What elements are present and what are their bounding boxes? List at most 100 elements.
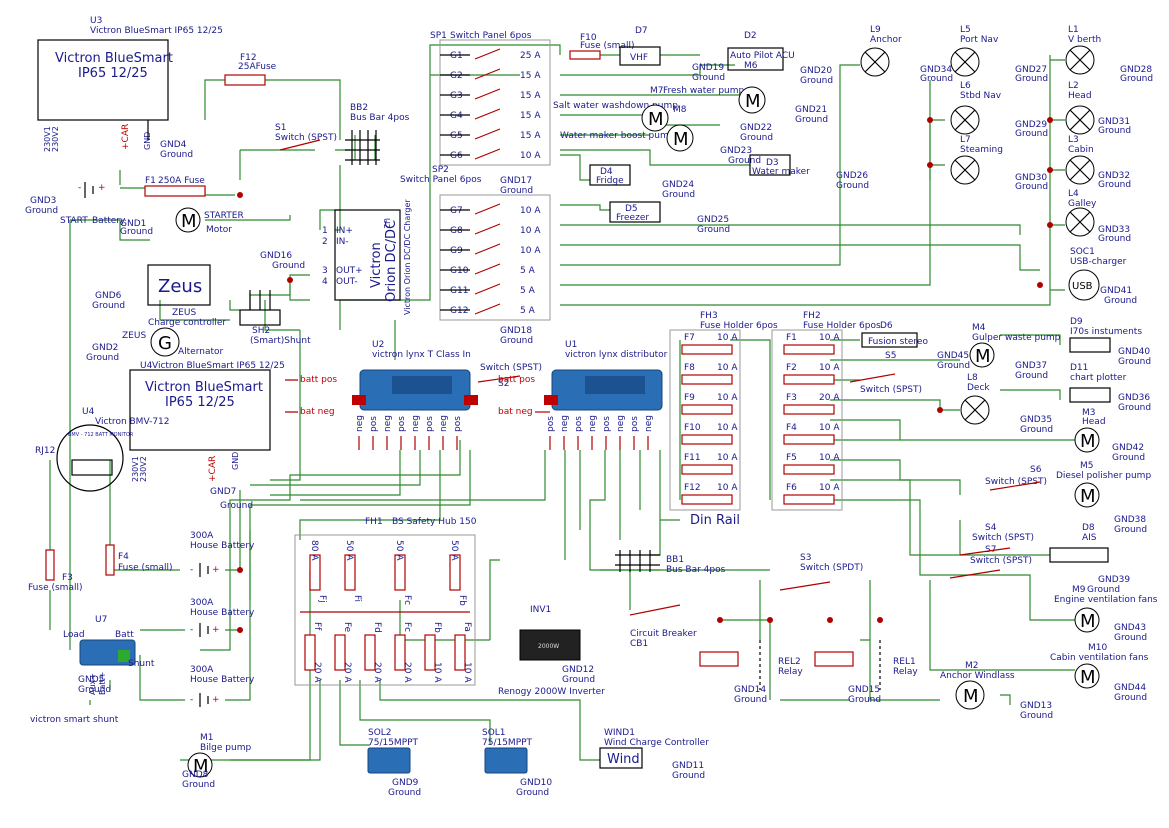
svg-text:Switch Panel 6pos: Switch Panel 6pos xyxy=(450,31,532,41)
fuse-body xyxy=(783,434,835,445)
svg-text:Ground: Ground xyxy=(697,225,730,235)
svg-text:M7: M7 xyxy=(650,86,664,96)
s7-switch: S7 Switch (SPST) xyxy=(949,545,1032,579)
svg-text:Ground: Ground xyxy=(1114,525,1147,535)
fuse-label: Fc xyxy=(402,595,412,605)
s3-switch: S3 Switch (SPDT) xyxy=(779,553,863,591)
svg-text:ZEUS: ZEUS xyxy=(122,331,146,341)
svg-text:M10: M10 xyxy=(1088,643,1107,653)
svg-text:Battery: Battery xyxy=(92,216,126,226)
watermaker-boost-pump: Water maker boost pump M GND23 Ground xyxy=(560,124,761,166)
switch-rating: 5 A xyxy=(520,266,536,276)
svg-text:House Battery: House Battery xyxy=(190,541,255,551)
lamp-ground-ref: GND34 xyxy=(920,65,952,75)
m10-cabin-fans: M10 Cabin ventilation fans M GND44 Groun… xyxy=(1050,643,1149,703)
lamp-name: Cabin xyxy=(1068,145,1094,155)
lynx-pin-label: neg xyxy=(411,415,421,432)
svg-text:AIS: AIS xyxy=(1082,533,1097,543)
svg-text:+: + xyxy=(212,695,220,705)
lamp-ref: L3 xyxy=(1068,135,1079,145)
lamp-ref: L1 xyxy=(1068,25,1079,35)
svg-text:RJ12: RJ12 xyxy=(35,446,55,456)
svg-text:GND3: GND3 xyxy=(30,196,56,206)
svg-text:M: M xyxy=(673,129,689,150)
svg-text:-: - xyxy=(190,695,193,705)
svg-text:Batt: Batt xyxy=(115,630,134,640)
svg-text:GND45: GND45 xyxy=(937,351,969,361)
svg-text:Ground: Ground xyxy=(1118,357,1151,367)
svg-text:Fresh water pump: Fresh water pump xyxy=(663,86,745,96)
svg-text:GND40: GND40 xyxy=(1118,347,1150,357)
zeus-alternator: G ZEUS Alternator GND2 Ground xyxy=(86,327,224,363)
svg-text:Wind: Wind xyxy=(607,752,640,767)
switch-rating: 5 A xyxy=(520,286,536,296)
svg-text:FH1: FH1 xyxy=(365,517,383,527)
svg-text:Head: Head xyxy=(1082,417,1106,427)
svg-text:75/15MPPT: 75/15MPPT xyxy=(368,738,419,748)
svg-text:+: + xyxy=(98,183,106,193)
svg-text:U2: U2 xyxy=(372,340,384,350)
svg-text:Gulper waste pump: Gulper waste pump xyxy=(972,333,1061,343)
svg-text:D2: D2 xyxy=(744,31,757,41)
svg-text:Ground: Ground xyxy=(1020,425,1053,435)
fuse-body xyxy=(304,634,316,671)
bmv712-monitor: U4 Victron BMV-712 BMV - 712 BATT MONITO… xyxy=(35,407,170,492)
switch-rating: 15 A xyxy=(520,111,541,121)
svg-text:REL2: REL2 xyxy=(778,657,801,667)
fuse-label: Fj xyxy=(317,595,327,603)
svg-text:M: M xyxy=(1080,486,1096,507)
svg-text:Water maker: Water maker xyxy=(752,167,810,177)
lamp-ground-name: Ground xyxy=(1098,180,1131,190)
svg-text:GND36: GND36 xyxy=(1118,393,1150,403)
svg-text:IN-: IN- xyxy=(336,237,349,247)
lamp-cross xyxy=(1069,109,1091,131)
fuse-rating: 10 A xyxy=(717,393,738,403)
svg-text:M: M xyxy=(1080,431,1096,452)
svg-text:U2: U2 xyxy=(382,218,391,229)
bb1-busbar: BB1 Bus Bar 4pos xyxy=(615,550,726,575)
svg-text:GND35: GND35 xyxy=(1020,415,1052,425)
svg-text:G: G xyxy=(158,333,172,354)
lamp-cross xyxy=(954,109,976,131)
svg-text:-: - xyxy=(190,565,193,575)
fuse-label: Fc xyxy=(402,622,412,632)
svg-text:Ground: Ground xyxy=(388,788,421,798)
fuse-body xyxy=(309,554,321,591)
svg-text:bat neg: bat neg xyxy=(300,407,335,417)
wind-controller: WIND1 Wind Charge Controller Wind GND11 … xyxy=(599,728,709,781)
lamp-name: Head xyxy=(1068,91,1092,101)
svg-text:S4: S4 xyxy=(985,523,997,533)
switch-label: G5 xyxy=(450,131,463,141)
svg-text:M: M xyxy=(975,346,991,367)
svg-text:Orion DC/DC: Orion DC/DC xyxy=(384,220,399,302)
switch-rating: 10 A xyxy=(520,226,541,236)
fuse-body xyxy=(681,434,733,445)
svg-text:F4: F4 xyxy=(118,552,129,562)
svg-text:IN+: IN+ xyxy=(336,226,353,236)
fuse-label: Fe xyxy=(342,622,352,633)
fuse-body xyxy=(681,374,733,385)
fuse-label: Fd xyxy=(372,622,382,633)
s6-switch: S6 Switch (SPST) xyxy=(985,465,1047,491)
inverter: INV1 2000W GND12 Ground Renogy 2000W Inv… xyxy=(498,605,605,697)
svg-text:Ground: Ground xyxy=(1114,633,1147,643)
svg-text:M: M xyxy=(648,109,664,130)
s4-switch: S4 Switch (SPST) xyxy=(959,523,1034,556)
svg-text:GND25: GND25 xyxy=(697,215,729,225)
svg-text:Ground: Ground xyxy=(220,501,253,511)
house-battery-2: 300A House Battery - + xyxy=(190,598,255,637)
s5-switch: Switch (SPST) xyxy=(849,373,922,395)
svg-text:S5: S5 xyxy=(885,351,896,361)
svg-text:Ground: Ground xyxy=(182,780,215,790)
